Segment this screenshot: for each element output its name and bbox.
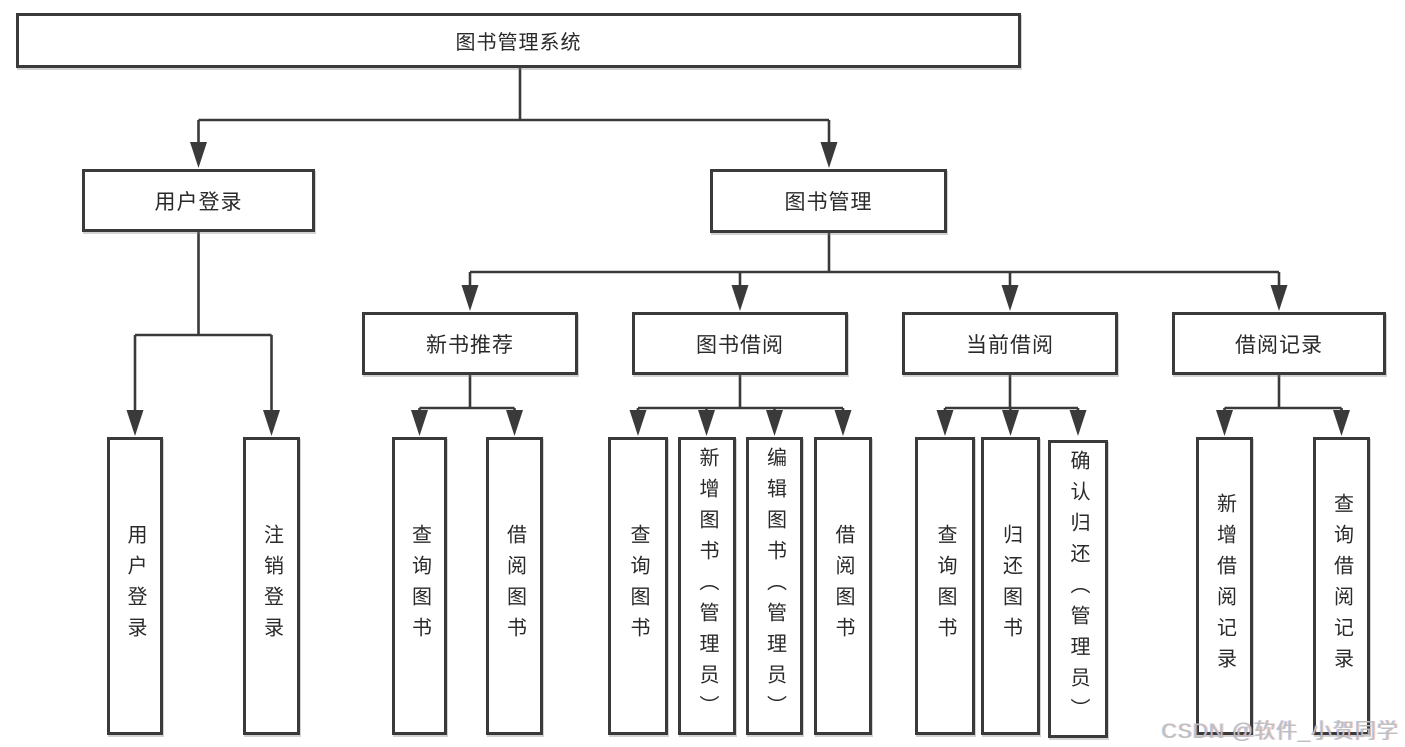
node-library-system-root: 图书管理系统 (16, 13, 1021, 68)
leaf-query-books-current: 查询图书 (915, 437, 975, 735)
node-label: 新增借阅记录 (1213, 493, 1236, 679)
node-label: 借阅记录 (1235, 333, 1323, 357)
node-label: 注销登录 (260, 524, 283, 648)
node-label: 归还图书 (999, 524, 1022, 648)
node-label: 图书管理 (784, 191, 873, 214)
node-label: 借阅图书 (503, 524, 526, 648)
node-label: 新增图书（管理员） (696, 446, 718, 726)
leaf-query-books-recommend: 查询图书 (392, 437, 447, 735)
node-label: 查询借阅记录 (1330, 493, 1353, 679)
node-book-borrow: 图书借阅 (632, 312, 848, 375)
node-label: 查询图书 (408, 524, 431, 648)
node-label: 借阅图书 (832, 524, 854, 648)
csdn-watermark: CSDN @软件_小贺同学 (1161, 720, 1399, 743)
node-label: 图书借阅 (696, 333, 784, 357)
node-label: 用户登录 (154, 190, 243, 214)
node-label: 新书推荐 (426, 333, 514, 357)
node-current-borrow: 当前借阅 (902, 312, 1118, 375)
node-label: 查询图书 (627, 524, 649, 648)
leaf-borrow-books-recommend: 借阅图书 (486, 437, 543, 735)
leaf-confirm-return-admin: 确认归还（管理员） (1048, 440, 1108, 738)
node-label: 图书管理系统 (455, 32, 582, 54)
leaf-edit-book-admin: 编辑图书（管理员） (746, 437, 803, 735)
node-label: 编辑图书（管理员） (763, 446, 786, 726)
node-label: 用户登录 (124, 524, 146, 648)
leaf-logout: 注销登录 (243, 437, 300, 735)
leaf-query-borrow-record: 查询借阅记录 (1313, 437, 1370, 735)
node-label: 当前借阅 (966, 333, 1054, 357)
node-book-management: 图书管理 (710, 169, 947, 233)
arrowheads (126, 142, 1350, 436)
leaf-query-books-borrow: 查询图书 (608, 437, 668, 735)
node-borrow-records: 借阅记录 (1172, 312, 1386, 375)
node-label: 查询图书 (934, 524, 956, 648)
leaf-add-book-admin: 新增图书（管理员） (678, 437, 736, 735)
node-new-book-recommend: 新书推荐 (362, 312, 578, 375)
leaf-borrow-book: 借阅图书 (814, 437, 872, 735)
node-label: 确认归还（管理员） (1067, 449, 1089, 729)
node-user-login: 用户登录 (82, 169, 315, 232)
leaf-return-book: 归还图书 (981, 437, 1040, 735)
leaf-add-borrow-record: 新增借阅记录 (1196, 437, 1253, 735)
leaf-user-login: 用户登录 (107, 437, 163, 735)
